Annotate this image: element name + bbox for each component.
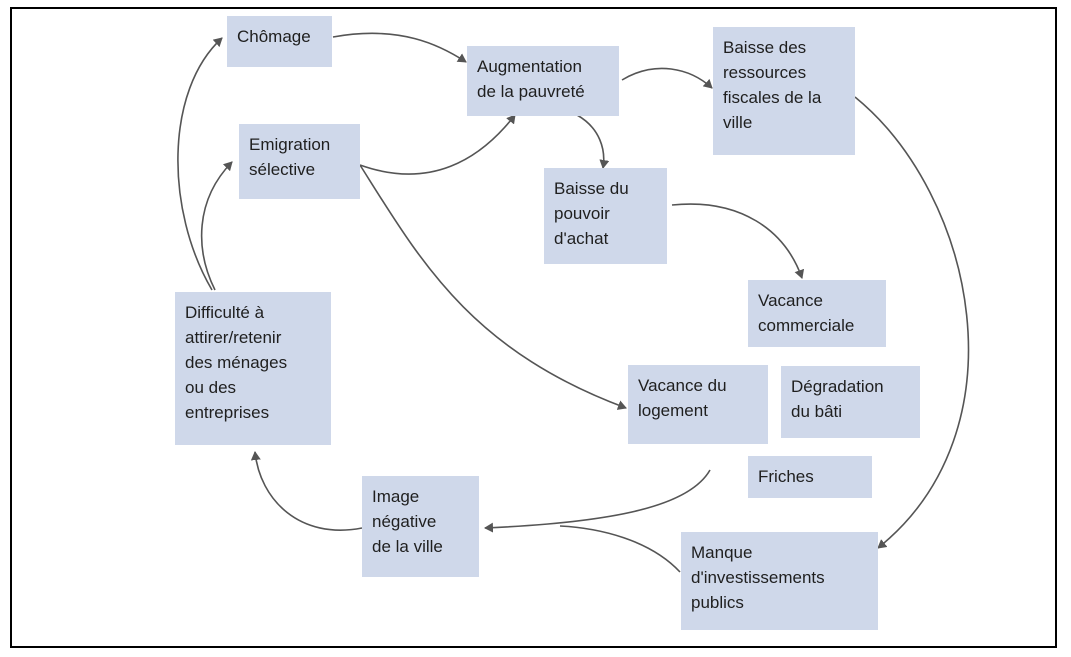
node-difficulte: Difficulté à attirer/retenir des ménages… <box>175 292 331 445</box>
node-difficulte-label: Difficulté à attirer/retenir des ménages… <box>185 303 288 422</box>
node-image-negative: Image négative de la ville <box>362 476 479 577</box>
node-manque-label: Manque d'investissements publics <box>691 543 825 612</box>
node-degradation-label: Dégradation du bâti <box>791 377 884 421</box>
node-vacance-logement: Vacance du logement <box>628 365 768 444</box>
arrow-difficulte-to-emigration <box>200 161 233 291</box>
node-augmentation-label: Augmentation de la pauvreté <box>477 57 585 101</box>
node-emigration-label: Emigration sélective <box>249 135 331 179</box>
node-emigration-selective: Emigration sélective <box>239 124 360 199</box>
node-vacance-logement-label: Vacance du logement <box>638 376 727 420</box>
node-chomage: Chômage <box>227 16 332 67</box>
node-baisse-ressources: Baisse des ressources fiscales de la vil… <box>713 27 855 155</box>
arrow-vacance-logement-to-image <box>484 469 711 533</box>
arrow-difficulte-to-chomage <box>177 37 223 291</box>
node-augmentation-pauvrete: Augmentation de la pauvreté <box>467 46 619 116</box>
node-vacance-commerciale-label: Vacance commerciale <box>758 291 855 335</box>
arrow-chomage-to-augmentation <box>332 32 467 63</box>
arrow-baisse-pouvoir-to-vacance-commerciale <box>671 203 805 279</box>
node-baisse-pouvoir: Baisse du pouvoir d'achat <box>544 168 667 264</box>
arrow-baisse-ressources-to-manque <box>854 96 970 549</box>
node-baisse-ressources-label: Baisse des ressources fiscales de la vil… <box>723 38 822 132</box>
arrow-augmentation-to-baisse-ressources <box>621 67 713 89</box>
node-manque-investissements: Manque d'investissements publics <box>681 532 878 630</box>
node-chomage-label: Chômage <box>237 27 311 46</box>
arrow-emigration-to-augmentation <box>359 114 516 175</box>
node-image-label: Image négative de la ville <box>372 487 443 556</box>
node-friches: Friches <box>748 456 872 498</box>
node-friches-label: Friches <box>758 467 814 486</box>
arrow-emigration-to-vacance-logement <box>359 164 627 410</box>
arrow-image-to-difficulte <box>250 451 363 531</box>
node-baisse-pouvoir-label: Baisse du pouvoir d'achat <box>554 179 629 248</box>
node-vacance-commerciale: Vacance commerciale <box>748 280 886 347</box>
node-degradation-bati: Dégradation du bâti <box>781 366 920 438</box>
arrow-manque-to-image <box>559 525 681 573</box>
arrow-augmentation-to-baisse-pouvoir <box>576 114 610 169</box>
